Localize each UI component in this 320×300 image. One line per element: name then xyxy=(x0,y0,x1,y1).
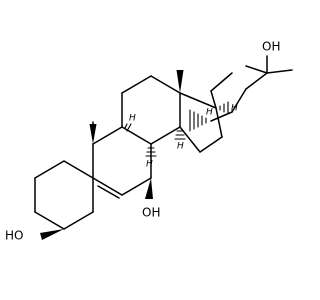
bond-side-methyl-b xyxy=(245,65,268,74)
bond-side-methyl-a xyxy=(266,69,293,74)
bond-c17-c13 xyxy=(179,92,217,109)
atom-h-c20: H xyxy=(206,108,213,118)
hash-c17-h xyxy=(219,101,229,115)
bond-c5-c10 xyxy=(63,160,94,179)
bond-c1-c10 xyxy=(34,160,65,179)
bond-side-2 xyxy=(231,88,247,113)
wedge-c10-methyl xyxy=(89,124,97,144)
bond-c16-c17 xyxy=(215,107,223,138)
wedge-c7-oh xyxy=(145,178,153,199)
bond-c6-c7 xyxy=(121,177,152,196)
atom-h-c9: H xyxy=(129,114,136,124)
atom-ho-c3: HO xyxy=(5,229,23,243)
hash-c8-h xyxy=(145,147,157,157)
bond-c8-c9 xyxy=(121,126,152,145)
bond-c20-c22 xyxy=(210,72,233,92)
bond-c12-c13 xyxy=(150,75,181,94)
bond-c3-c4 xyxy=(63,211,94,230)
atom-oh-side: OH xyxy=(262,40,280,54)
molecule-canvas: OH HO OH H H H H H xyxy=(5,39,293,243)
bond-c9-c10 xyxy=(92,126,123,145)
atom-oh-c7: OH xyxy=(142,206,160,220)
bond-c14-c8 xyxy=(150,126,181,145)
atom-h-c8: H xyxy=(146,160,153,170)
atom-h-c14: H xyxy=(177,142,184,152)
bond-c5-c6 xyxy=(92,177,123,196)
bond-c17-c20 xyxy=(210,90,217,109)
wedge-c13-methyl xyxy=(176,70,184,93)
hash-c20-methyl xyxy=(189,109,207,132)
hash-c9-h xyxy=(124,123,132,132)
bond-c11-c12 xyxy=(121,75,152,94)
hash-c14-h xyxy=(174,130,186,140)
cholestane-triol-structure: OH HO OH H H H H H xyxy=(5,40,293,243)
wedge-c3-oh xyxy=(40,229,64,240)
bond-c15-c16 xyxy=(199,136,223,153)
bond-c2-c3 xyxy=(34,211,65,230)
bond-side-1 xyxy=(210,111,233,122)
bond-side-3 xyxy=(245,72,268,90)
bond-c5-c6-double xyxy=(97,185,120,199)
